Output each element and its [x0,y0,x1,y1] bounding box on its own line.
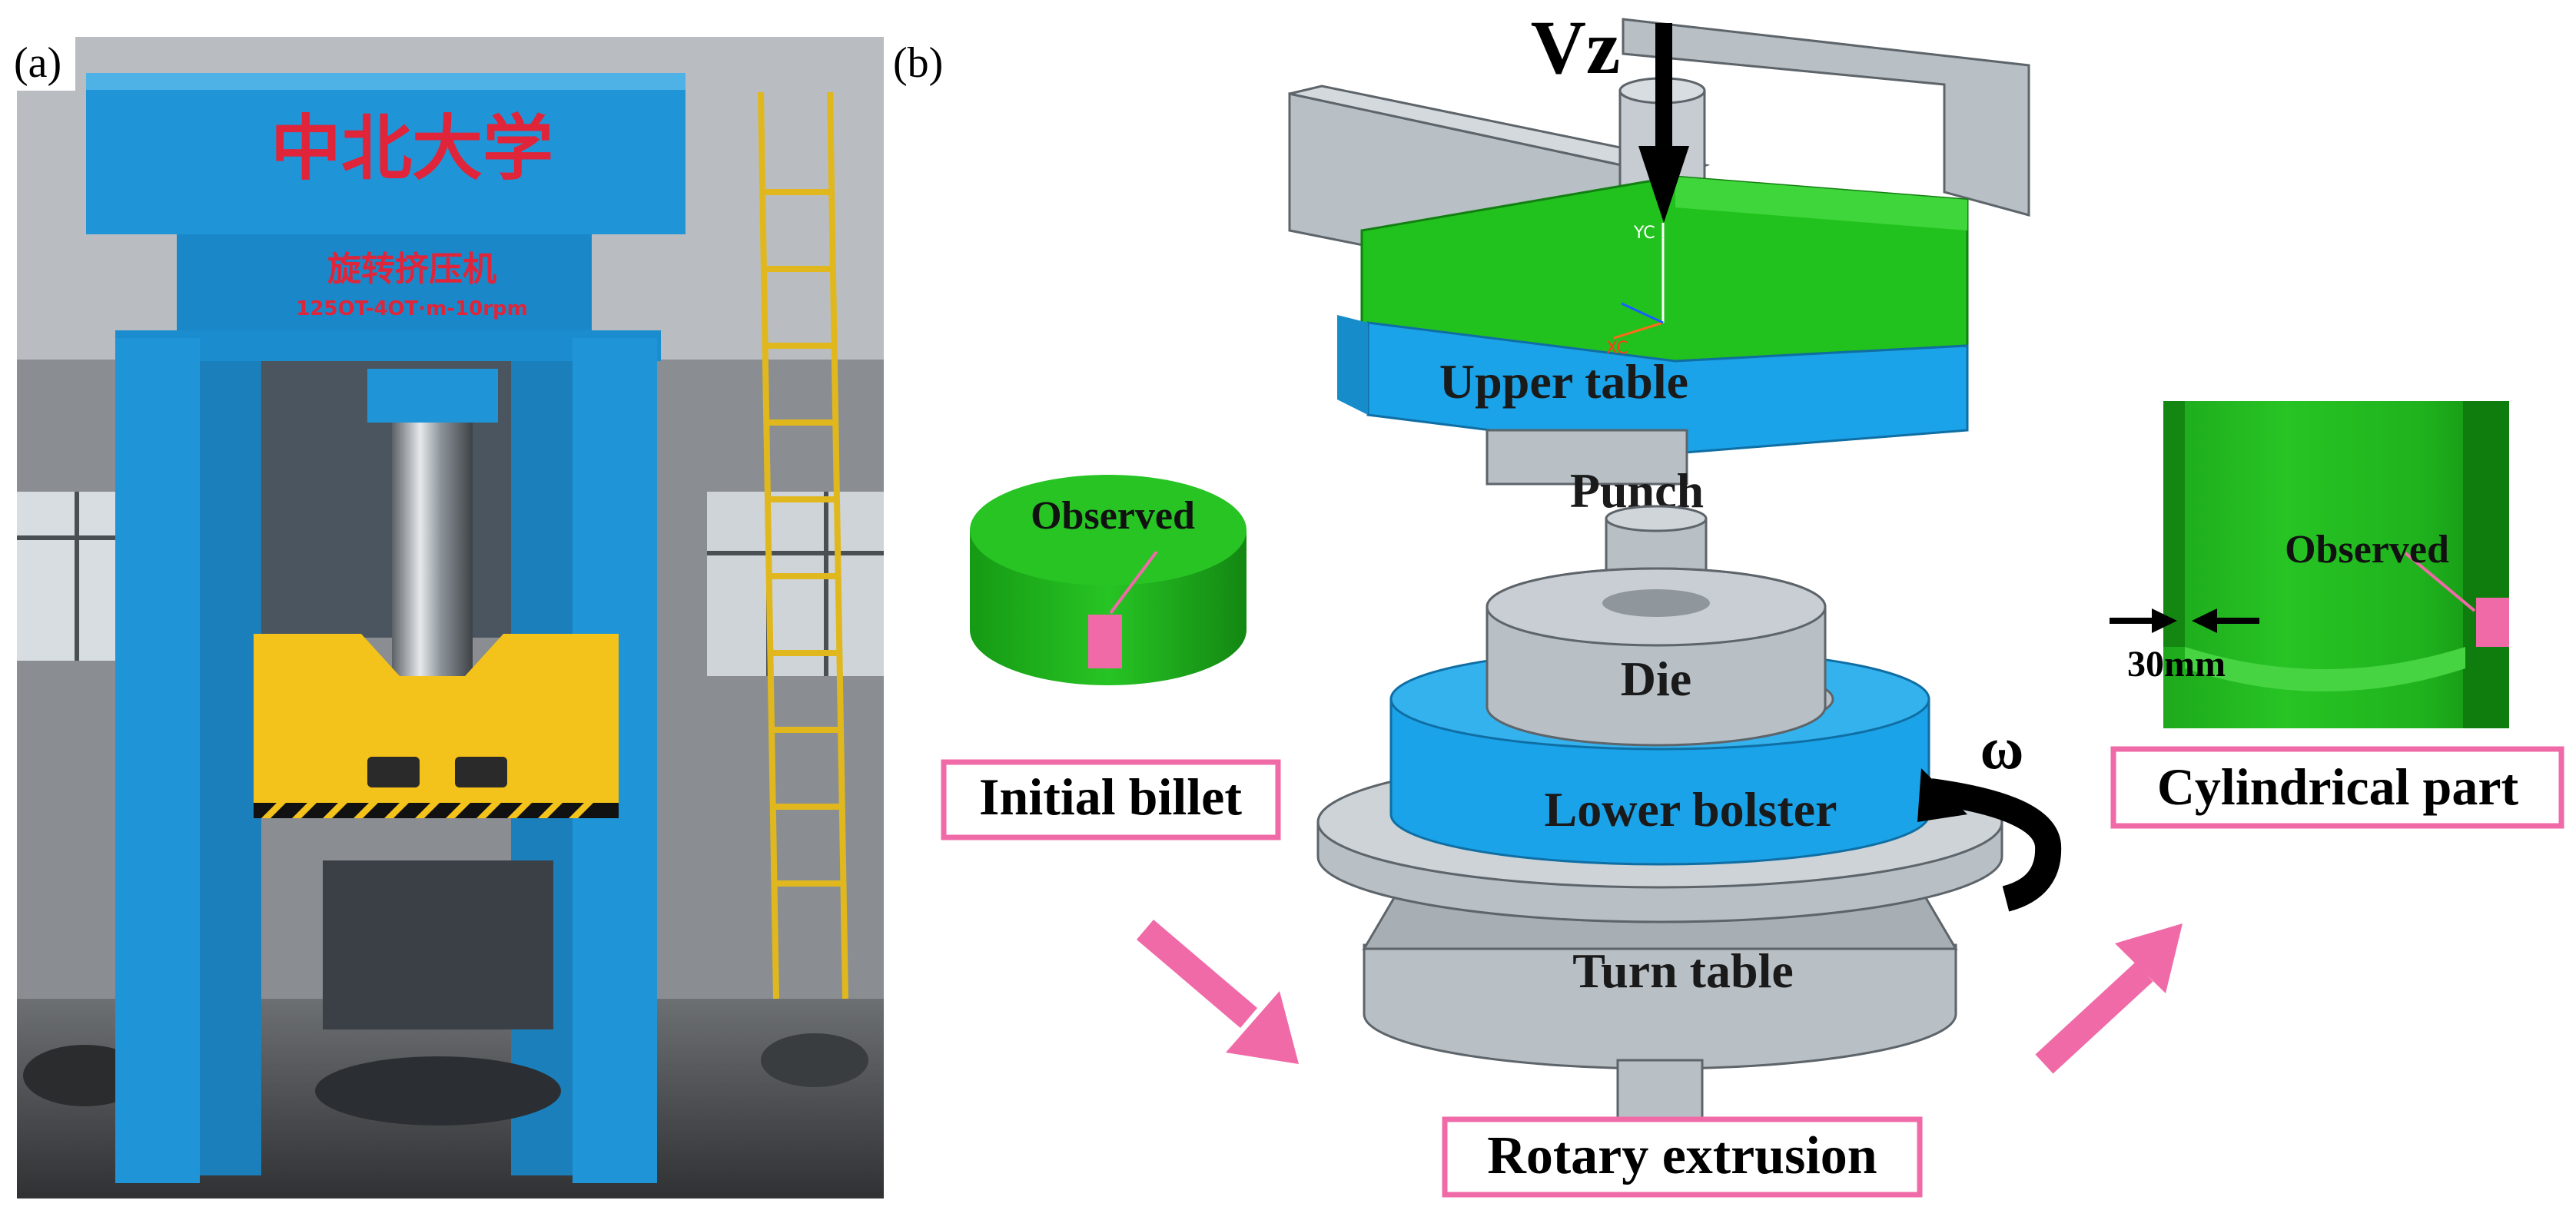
upper-table-label: Upper table [1439,354,1688,409]
turn-table-label: Turn table [1572,943,1794,998]
sign-spec-text: 125OT-4OT·m-10rpm [296,297,527,320]
press-column-left [115,338,200,1183]
billet-caption-box [941,759,1281,840]
panel-a-label-bg [11,37,75,91]
ladder [758,91,848,1000]
slide-window [455,757,507,787]
billet-observed-label: Observed [1031,494,1195,538]
press-column-inner-left [200,361,261,1175]
thickness-label: 30mm [2127,644,2226,685]
lower-bolster-label: Lower bolster [1545,782,1837,837]
cylinder-observed-leader [2404,552,2476,612]
thickness-arrows [2110,608,2259,633]
cylinder-caption-box [2110,746,2564,829]
billet-observed-leader [1109,550,1158,615]
process-arrow-right [2035,923,2183,1074]
press-crown-base [115,330,661,361]
panel-b-label: (b) [893,39,943,87]
rotation-arrow [1917,768,2062,912]
process-arrow-left [1136,920,1299,1064]
punch-holder [1486,429,1688,486]
die-label-front: Die [1621,651,1691,706]
axis-yc-label: YC [1633,224,1655,243]
press-lower-tooling [323,860,553,1029]
cylindrical-part [2163,401,2509,728]
process-caption: Rotary extrusion [1487,1126,1877,1185]
upper-table [1337,315,1969,455]
floor-part [761,1033,868,1087]
process-caption-box [1442,1116,1923,1198]
press-turn-table [315,1056,561,1126]
sign-main-text: 中北大学 [271,108,553,190]
press-crown [86,73,685,234]
coordinate-triad: YC XC [1606,223,1665,358]
press-pillar [392,423,473,699]
velocity-label: Vz [1531,5,1621,90]
sign-sub-text: 旋转挤压机 [327,250,496,289]
cylinder-observed-marker [2476,598,2509,647]
die-body [1486,605,1827,747]
press-slide [254,634,619,814]
hazard-stripes [254,803,619,818]
cylinder-caption: Cylindrical part [2157,758,2519,816]
window-right [707,492,884,676]
billet-caption: Initial billet [979,767,1242,826]
slide-window [367,757,420,787]
panel-a-label: (a) [14,39,61,87]
press-photo: 中北大学 旋转挤压机 125OT-4OT·m-10rpm [17,37,884,1198]
billet-observed-marker [1088,615,1122,668]
die-bore [1602,589,1710,617]
initial-billet [970,475,1247,685]
press-crown-top [86,73,685,90]
axis-xc-label: XC [1606,339,1628,358]
press-cylinder-head [367,369,498,423]
cylinder-observed-label: Observed [2285,528,2449,572]
omega-label: ω [1980,714,2023,781]
velocity-arrow [1638,23,1689,223]
